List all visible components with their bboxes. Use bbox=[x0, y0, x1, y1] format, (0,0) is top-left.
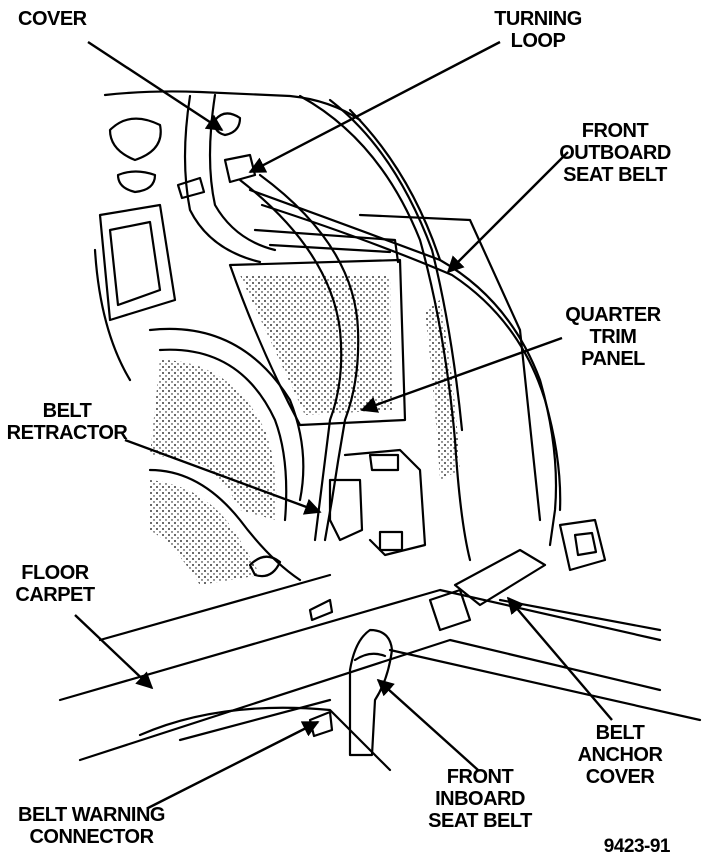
label-turning-loop: TURNING LOOP bbox=[478, 8, 598, 52]
figure-number: 9423-91 bbox=[603, 836, 671, 857]
label-line: INBOARD bbox=[435, 788, 525, 810]
label-line: CARPET bbox=[15, 584, 95, 606]
cover-leader bbox=[87, 40, 224, 132]
leader-arrows bbox=[74, 40, 613, 810]
belt-anchor-cover-leader bbox=[506, 596, 613, 721]
label-line: FLOOR bbox=[21, 562, 89, 584]
label-line: CONNECTOR bbox=[29, 826, 154, 848]
label-front-outboard-seat-belt: FRONT OUTBOARD SEAT BELT bbox=[540, 120, 690, 186]
label-belt-anchor-cover: BELT ANCHOR COVER bbox=[570, 722, 670, 788]
label-line: RETRACTOR bbox=[6, 422, 128, 444]
label-line: QUARTER bbox=[565, 304, 661, 326]
label-floor-carpet: FLOOR CARPET bbox=[10, 562, 100, 606]
belt-retractor-leader bbox=[124, 438, 322, 515]
label-line: TURNING bbox=[494, 8, 582, 30]
floor-carpet-leader bbox=[74, 614, 154, 690]
label-quarter-trim-panel: QUARTER TRIM PANEL bbox=[548, 304, 678, 370]
label-line: BELT WARNING bbox=[18, 804, 165, 826]
label-line: LOOP bbox=[510, 30, 566, 52]
vehicle-body-lines bbox=[58, 90, 702, 772]
label-line: OUTBOARD bbox=[559, 142, 671, 164]
label-line: SEAT BELT bbox=[563, 164, 667, 186]
quarter-trim-panel-leader bbox=[360, 336, 563, 413]
front-inboard-seat-belt-leader bbox=[376, 678, 479, 771]
label-line: PANEL bbox=[581, 348, 645, 370]
label-line: TRIM bbox=[589, 326, 637, 348]
label-line: SEAT BELT bbox=[428, 810, 532, 832]
label-line: COVER bbox=[585, 766, 655, 788]
label-line: COVER bbox=[18, 8, 87, 30]
label-front-inboard-seat-belt: FRONT INBOARD SEAT BELT bbox=[420, 766, 540, 832]
carpet-texture bbox=[150, 275, 460, 585]
label-line: BELT bbox=[595, 722, 645, 744]
label-line: ANCHOR bbox=[577, 744, 663, 766]
label-belt-warning-connector: BELT WARNING CONNECTOR bbox=[4, 804, 179, 848]
label-belt-retractor: BELT RETRACTOR bbox=[2, 400, 132, 444]
label-line: FRONT bbox=[446, 766, 514, 788]
turning-loop-leader bbox=[248, 40, 501, 174]
label-line: FRONT bbox=[581, 120, 649, 142]
label-cover: COVER bbox=[18, 8, 118, 30]
belt-warning-connector-leader bbox=[147, 720, 320, 810]
label-line: BELT bbox=[42, 400, 92, 422]
front-outboard-seat-belt-leader bbox=[446, 151, 569, 274]
